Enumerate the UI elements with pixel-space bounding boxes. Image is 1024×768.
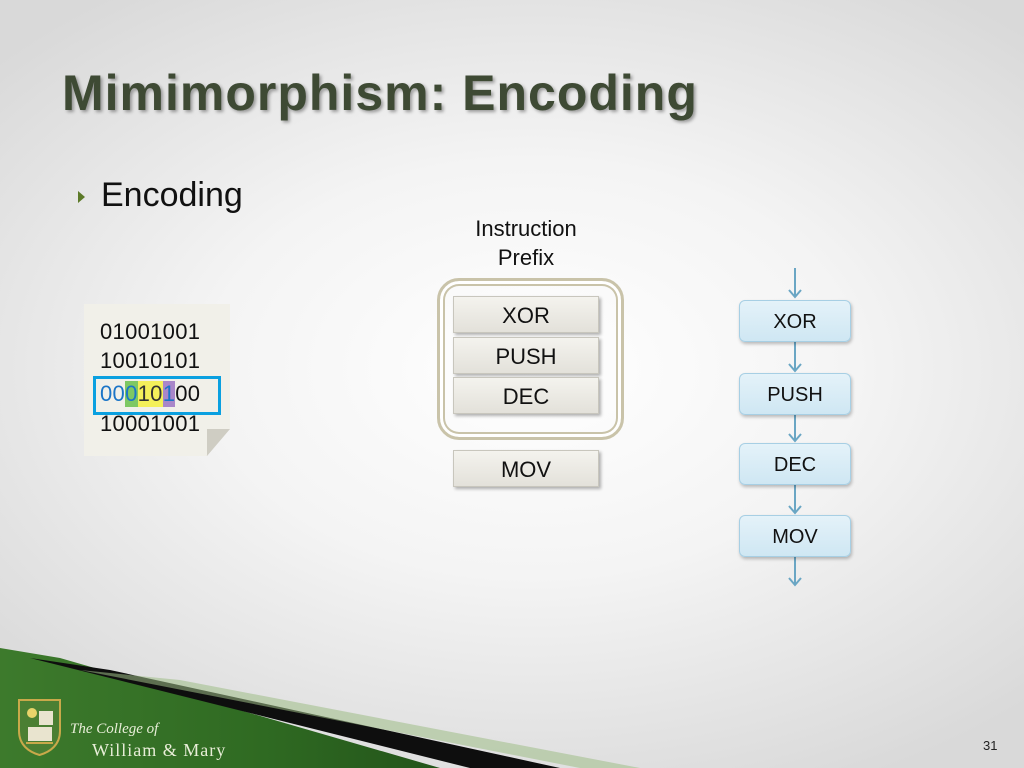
arrowhead-out xyxy=(788,577,802,587)
binary-line-2: 10010101 xyxy=(100,348,201,373)
slide-number: 31 xyxy=(983,738,998,753)
binary-line-highlighted: 00010100 xyxy=(93,376,221,415)
arrowhead-in xyxy=(788,289,802,299)
prefix-label-line1: Instruction xyxy=(475,216,577,241)
note-fold-corner xyxy=(207,429,230,456)
instruction-xor: XOR xyxy=(453,296,599,333)
arrowhead-2 xyxy=(788,433,802,443)
segment-yellow: 10 xyxy=(137,381,163,407)
segment-blue: 00 xyxy=(100,381,126,406)
college-of-text: The College of xyxy=(70,721,159,737)
flow-step-dec: DEC xyxy=(739,443,851,485)
prefix-group-frame xyxy=(437,278,624,440)
bullet-arrow-icon xyxy=(78,190,85,203)
prefix-label: Instruction Prefix xyxy=(456,214,596,272)
light-stripe xyxy=(80,670,640,768)
arrowhead-1 xyxy=(788,363,802,373)
segment-purple: 1 xyxy=(162,381,176,407)
prefix-label-line2: Prefix xyxy=(497,245,555,270)
footer-band xyxy=(0,648,640,768)
segment-plain: 00 xyxy=(175,381,201,406)
bullet-text: Encoding xyxy=(101,176,243,214)
binary-note xyxy=(84,304,230,456)
flow-step-xor: XOR xyxy=(739,300,851,342)
binary-line-1: 01001001 xyxy=(100,319,201,344)
flow-step-push: PUSH xyxy=(739,373,851,415)
instruction-dec: DEC xyxy=(453,377,599,414)
flow-connectors xyxy=(788,268,802,587)
binary-line-4: 10001001 xyxy=(100,411,201,436)
college-crest-icon xyxy=(18,699,61,757)
segment-green: 0 xyxy=(125,381,138,407)
college-name-text: William & Mary xyxy=(92,740,227,760)
flow-step-mov: MOV xyxy=(739,515,851,557)
slide-title: Mimimorphism: Encoding xyxy=(62,65,698,121)
arrowhead-3 xyxy=(788,505,802,515)
instruction-push: PUSH xyxy=(453,337,599,374)
instruction-mov: MOV xyxy=(453,450,599,487)
bullet-item: Encoding xyxy=(78,176,243,215)
